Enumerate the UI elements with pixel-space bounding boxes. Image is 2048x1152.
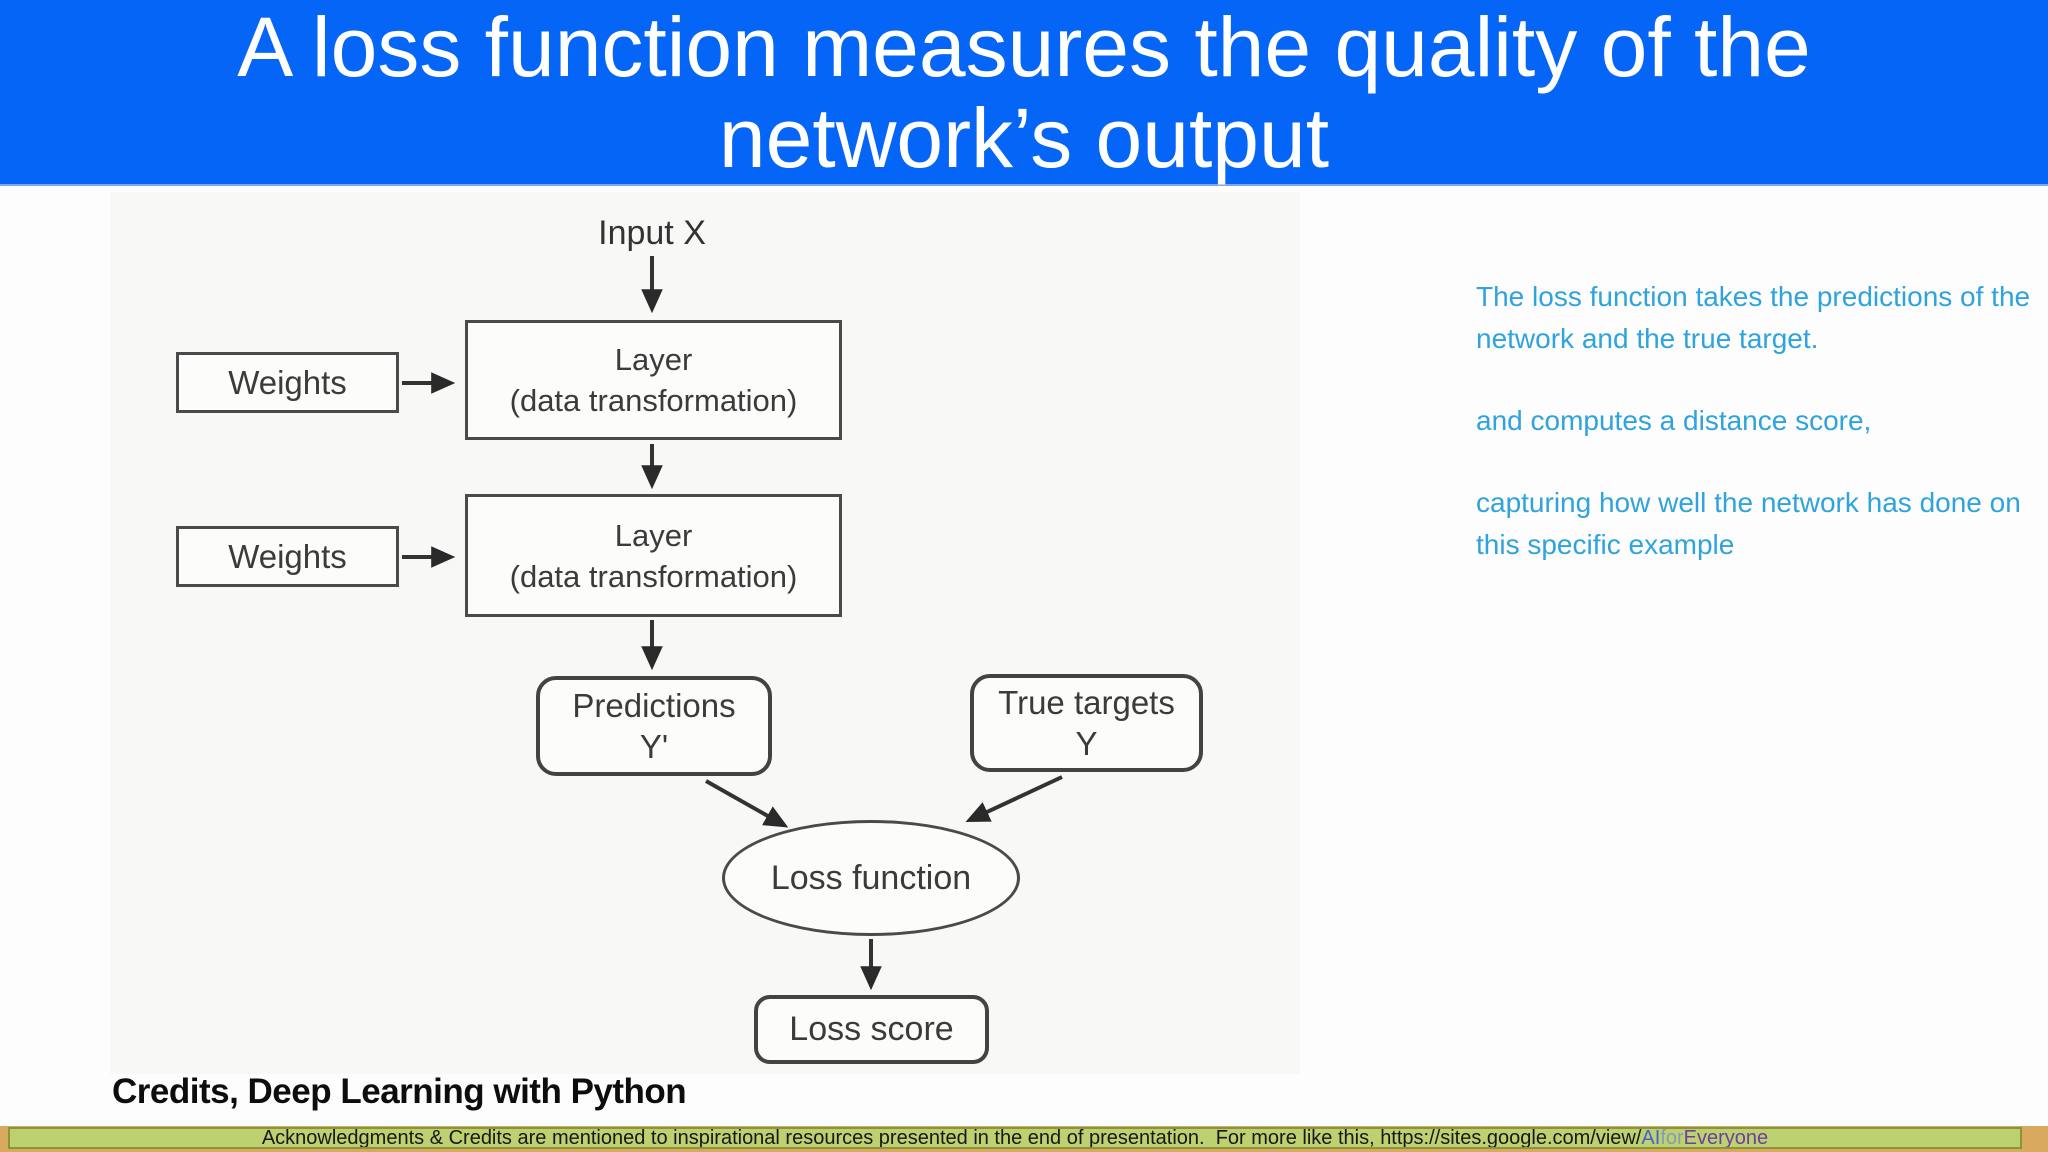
loss-function-ellipse: Loss function: [722, 820, 1020, 936]
side-note-paragraph-3: capturing how well the network has done …: [1476, 487, 2021, 560]
layer-bottom-subtitle: (data transformation): [509, 558, 798, 594]
layer-top-box: Layer (data transformation): [465, 320, 842, 440]
footer-message: Acknowledgments & Credits are mentioned …: [261, 1127, 1642, 1149]
loss-function-label: Loss function: [770, 858, 972, 897]
true-targets-label: True targets: [998, 684, 1175, 721]
predictions-label: Predictions: [572, 687, 736, 724]
predictions-box: Predictions Y': [536, 676, 772, 776]
side-note: The loss function takes the predictions …: [1476, 276, 2036, 606]
true-targets-box: True targets Y: [970, 674, 1203, 772]
side-note-paragraph-1: The loss function takes the predictions …: [1476, 281, 2031, 354]
weights-bottom-label: Weights: [228, 538, 347, 575]
link-everyone-segment: Everyone: [1683, 1127, 1769, 1149]
layer-bottom-box: Layer (data transformation): [465, 494, 842, 617]
layer-top-subtitle: (data transformation): [509, 383, 798, 418]
weights-bottom-box: Weights: [176, 526, 399, 587]
weights-top-box: Weights: [176, 352, 399, 413]
link-ai-segment: AI: [1641, 1127, 1661, 1149]
input-x-label: Input X: [598, 214, 706, 252]
predictions-symbol: Y': [639, 728, 669, 765]
page-title-line2: network’s output: [718, 91, 1330, 185]
side-note-paragraph-2: and computes a distance score,: [1476, 405, 1872, 436]
loss-score-label: Loss score: [789, 1010, 954, 1048]
title-banner: A loss function measures the quality of …: [0, 0, 2048, 186]
link-for-segment: for: [1660, 1127, 1684, 1149]
loss-score-box: Loss score: [754, 995, 989, 1064]
footer: Acknowledgments & Credits are mentioned …: [0, 1126, 2048, 1152]
credits-line: Credits, Deep Learning with Python: [112, 1072, 687, 1111]
weights-top-label: Weights: [228, 364, 347, 401]
footer-bar: Acknowledgments & Credits are mentioned …: [8, 1127, 2022, 1149]
true-targets-symbol: Y: [1075, 725, 1098, 762]
layer-top-title: Layer: [614, 342, 693, 377]
aiforeveryone-link[interactable]: AIforEveryone: [1641, 1127, 1769, 1149]
page-title-line1: A loss function measures the quality of …: [237, 0, 1811, 94]
layer-bottom-title: Layer: [614, 517, 693, 553]
